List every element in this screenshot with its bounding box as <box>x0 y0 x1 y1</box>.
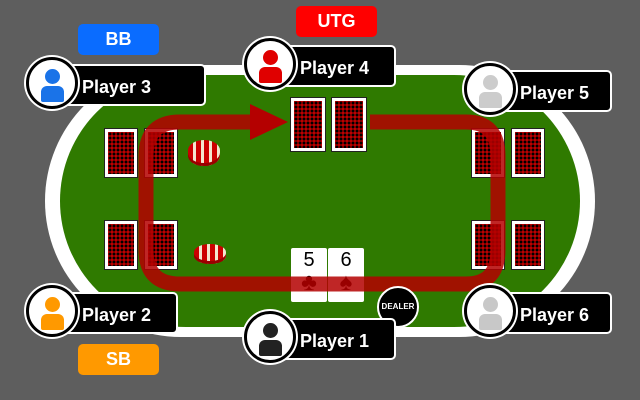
card-rank: 5 <box>303 249 315 271</box>
card-back-player5-2 <box>511 128 545 178</box>
card-back-player6-2 <box>511 220 545 270</box>
avatar-icon <box>244 38 296 90</box>
avatar-icon <box>464 285 516 337</box>
player-name: Player 3 <box>54 64 206 106</box>
avatar-icon <box>26 57 78 109</box>
card-back-player4-2 <box>331 97 367 152</box>
avatar-icon <box>26 285 78 337</box>
card-rank: 6 <box>340 249 352 271</box>
small-blind-badge: SB <box>78 344 159 375</box>
avatar-icon <box>244 311 296 363</box>
card-back-player3-1 <box>104 128 138 178</box>
utg-badge: UTG <box>296 6 377 37</box>
avatar-icon <box>464 63 516 115</box>
card-back-player4-1 <box>290 97 326 152</box>
chip-stack-sb <box>194 244 226 264</box>
big-blind-badge: BB <box>78 24 159 55</box>
card-back-player2-1 <box>104 220 138 270</box>
chip-stack-bb <box>188 140 220 166</box>
arrow-head-icon <box>250 104 288 140</box>
